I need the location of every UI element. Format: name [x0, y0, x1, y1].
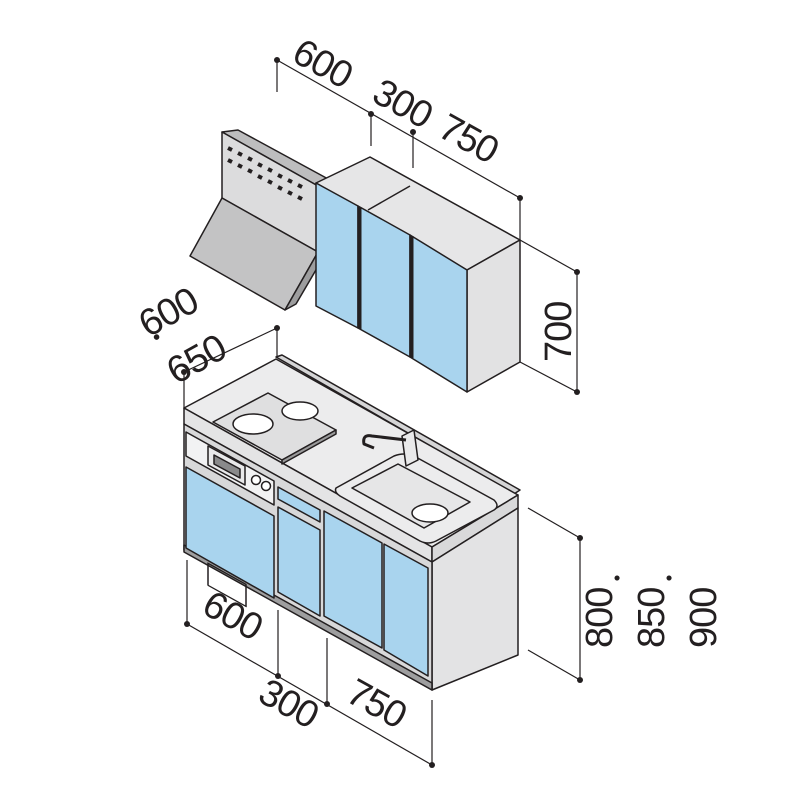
upper-height-label: 700 [538, 302, 580, 362]
upper-width-label-2: 300 [366, 71, 439, 137]
burner-1 [232, 413, 274, 435]
hood-vent-slots [227, 146, 303, 201]
lower-drawer-strip [277, 486, 321, 523]
counter-height-label-2: 850 [631, 588, 673, 648]
dimension-lines [181, 57, 583, 768]
depth-label-second: 650 [160, 327, 233, 393]
counter-height-dot-2: ・ [657, 567, 684, 590]
lower-door-middle [277, 506, 321, 617]
counter-height-labels: 800 ・ 850 ・ 900 [579, 567, 725, 648]
lower-width-label-2: 300 [252, 671, 325, 737]
sink-drain [411, 503, 449, 523]
faucet-icon [362, 429, 419, 467]
stove-knob-1 [250, 474, 262, 486]
burner-2 [281, 401, 319, 421]
depth-labels: 600 ・ 650 [132, 280, 233, 393]
upper-width-label-1: 600 [286, 31, 359, 97]
upper-door-1 [315, 182, 359, 329]
lower-width-label-3: 750 [340, 671, 413, 737]
range-hood [189, 129, 331, 311]
cooktop [212, 392, 337, 465]
lower-door-left [185, 466, 275, 599]
lower-door-right-1 [323, 510, 383, 649]
upper-width-label-3: 750 [432, 106, 505, 172]
sink [334, 429, 498, 544]
counter-height-label-1: 800 [579, 588, 621, 648]
lower-door-right-2 [383, 543, 429, 677]
upper-door-3 [409, 234, 468, 393]
counter-height-dot-1: ・ [605, 567, 632, 590]
grill-window [207, 562, 247, 608]
stove-knob-2 [260, 480, 272, 492]
upper-cabinets [315, 156, 521, 393]
upper-width-labels: 600 300 750 [286, 31, 505, 172]
counter-height-label-3: 900 [683, 588, 725, 648]
